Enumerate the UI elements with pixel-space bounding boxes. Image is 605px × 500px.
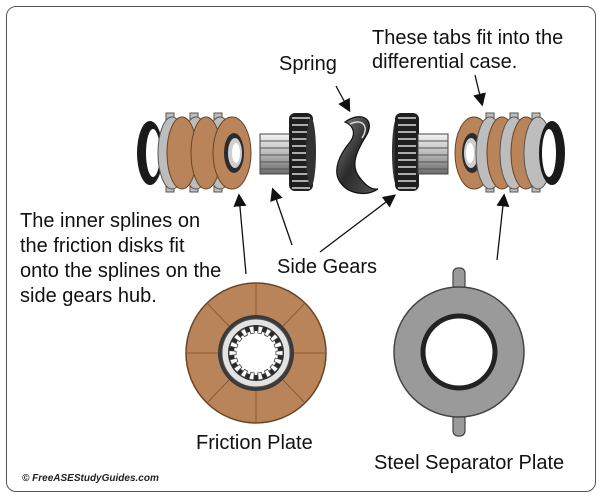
arrow-side-gear-left — [270, 187, 293, 246]
spline-tooth — [273, 340, 283, 349]
right-clutch-pack — [454, 112, 565, 193]
arrow-side-gear-right — [319, 194, 397, 253]
copyright-notice: © FreeASEStudyGuides.com — [22, 473, 159, 484]
right-side-gear — [392, 113, 449, 191]
spline-tooth — [269, 333, 279, 343]
spline-tooth — [248, 371, 255, 381]
steel-separator-plate-label: Steel Separator Plate — [374, 452, 565, 474]
spline-tooth — [248, 325, 255, 335]
arrows — [233, 74, 510, 275]
friction-plate-label: Friction Plate — [196, 432, 313, 454]
spline-tooth — [228, 350, 237, 356]
spline-tooth — [229, 357, 239, 366]
spline-tooth — [257, 325, 264, 335]
spline-tooth — [239, 327, 249, 338]
spline-tooth — [263, 368, 273, 379]
friction-plate-illustration — [185, 282, 327, 424]
arrow-splines — [233, 193, 247, 275]
spline-tooth — [239, 368, 249, 379]
splines-note-label: The inner splines on the friction disks … — [20, 210, 222, 307]
spline-tooth — [233, 333, 243, 343]
left-side-gear — [259, 113, 316, 191]
arrow-steel-plate — [496, 193, 510, 261]
spline-tooth — [269, 363, 279, 373]
side-gears-label: Side Gears — [277, 256, 378, 278]
arrow-spring — [335, 85, 351, 113]
spline-tooth — [229, 340, 239, 349]
spline-tooth — [233, 363, 243, 373]
spline-tooth — [273, 357, 283, 366]
arrow-tabs — [473, 74, 486, 107]
steel-separator-plate-illustration — [393, 267, 525, 437]
spline-tooth — [275, 350, 284, 356]
spring-label: Spring — [279, 53, 337, 75]
spring — [336, 116, 379, 195]
spline-tooth — [257, 371, 264, 381]
tabs-note-label: These tabs fit into the differential cas… — [372, 27, 564, 73]
spline-tooth — [263, 327, 273, 338]
left-clutch-pack — [137, 112, 252, 193]
